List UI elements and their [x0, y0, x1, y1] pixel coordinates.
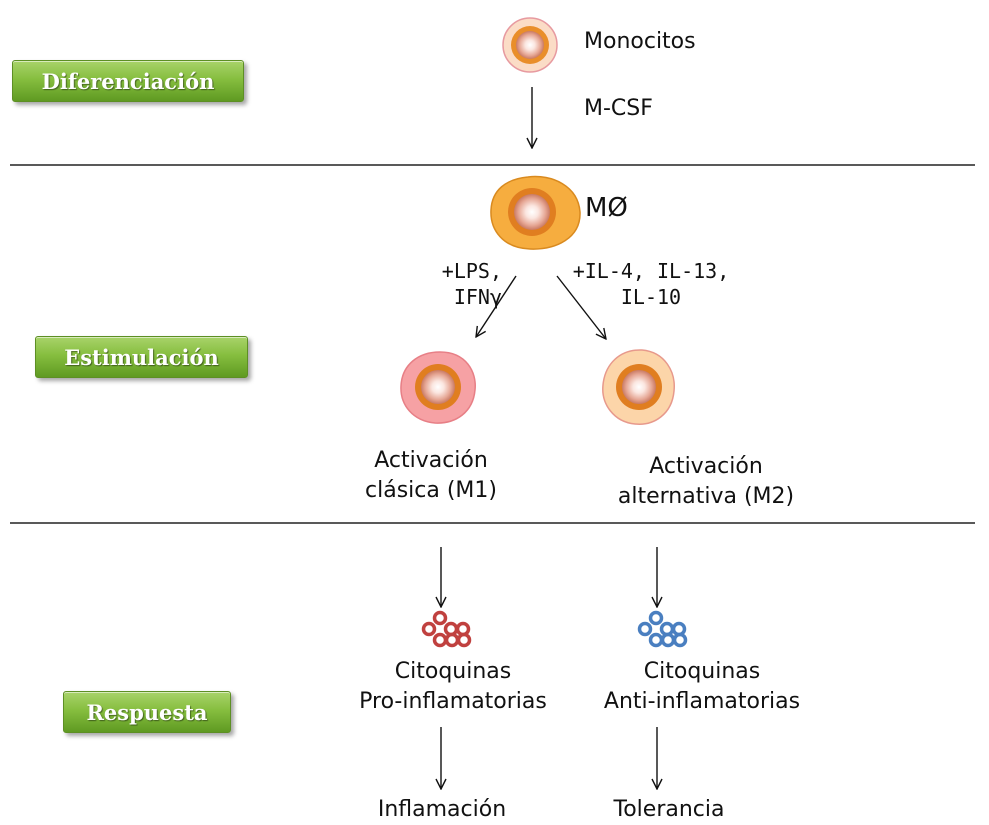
inflammation-label: Inflamación [377, 797, 507, 822]
m1-stimulus-label: +LPS, IFNγ [420, 258, 502, 310]
macrophage-label: MØ [585, 193, 628, 223]
m1-activation-line1: Activación [374, 448, 488, 473]
pro-inflammatory-cytokines-icon [421, 610, 472, 648]
m2-stimulus-line2: IL-10 [620, 285, 682, 309]
m1-cell [400, 351, 476, 424]
m2-cell [602, 349, 675, 425]
monocyte-cell [502, 17, 558, 73]
tolerance-label: Tolerancia [613, 797, 725, 822]
monocytes-label: Monocitos [584, 29, 696, 54]
arrow-to-m1 [476, 275, 517, 337]
m2-stimulus-line1: +IL-4, IL-13, [572, 259, 730, 283]
m2-activation-label: Activación alternativa (M2) [618, 452, 794, 512]
stage-differentiation: Diferenciación [12, 60, 244, 102]
m2-activation-line2: alternativa (M2) [617, 484, 795, 509]
m2-activation-line1: Activación [649, 454, 763, 479]
anti-inflammatory-line2: Anti-inflamatorias [603, 689, 801, 714]
arrow-to-m2 [556, 275, 606, 339]
anti-inflammatory-cytokines-icon [637, 610, 688, 648]
m1-activation-label: Activación clásica (M1) [365, 446, 497, 506]
pro-inflammatory-line2: Pro-inflamatorias [359, 689, 547, 714]
macrophage-cell [490, 175, 581, 250]
m1-activation-line2: clásica (M1) [365, 478, 497, 503]
m1-stimulus-line1: +LPS, [441, 259, 502, 283]
pro-inflammatory-line1: Citoquinas [394, 659, 512, 684]
pro-inflammatory-label: Citoquinas Pro-inflamatorias [359, 657, 547, 717]
anti-inflammatory-label: Citoquinas Anti-inflamatorias [604, 657, 800, 717]
stage-stimulation: Estimulación [35, 336, 248, 378]
m1-stimulus-line2: IFNγ [453, 285, 502, 309]
stage-response: Respuesta [63, 691, 231, 733]
m2-stimulus-label: +IL-4, IL-13, IL-10 [571, 258, 731, 310]
mcsf-label: M-CSF [584, 96, 653, 121]
anti-inflammatory-line1: Citoquinas [643, 659, 761, 684]
